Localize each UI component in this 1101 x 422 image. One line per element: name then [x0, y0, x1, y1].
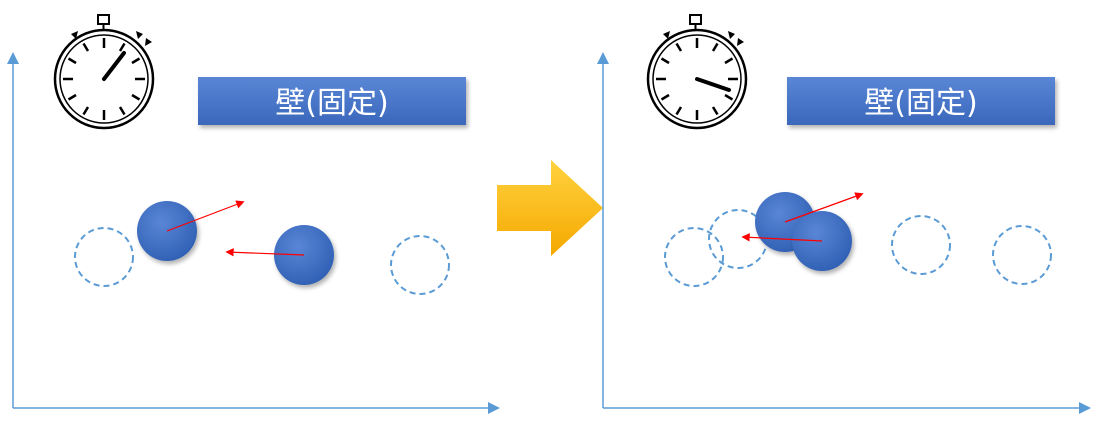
- stopwatch-icon: [53, 14, 155, 130]
- ghost-circle: [664, 227, 724, 287]
- stopwatch-icon: [646, 14, 748, 130]
- panel-after: 壁(固定): [597, 14, 1091, 414]
- ghost-circle: [390, 235, 450, 295]
- panel-before: 壁(固定): [7, 14, 500, 414]
- velocity-arrow: [784, 192, 864, 223]
- wall-box: 壁(固定): [787, 77, 1055, 125]
- ghost-circle: [891, 215, 951, 275]
- right-arrow-icon: [497, 160, 603, 256]
- ghost-circle: [992, 225, 1052, 285]
- ghost-circle: [74, 227, 134, 287]
- velocity-arrow: [225, 248, 305, 257]
- wall-box: 壁(固定): [198, 77, 466, 125]
- wall-label: 壁(固定): [864, 86, 977, 121]
- wall-label: 壁(固定): [275, 86, 388, 121]
- velocity-arrow: [741, 233, 823, 242]
- velocity-arrow: [166, 200, 245, 232]
